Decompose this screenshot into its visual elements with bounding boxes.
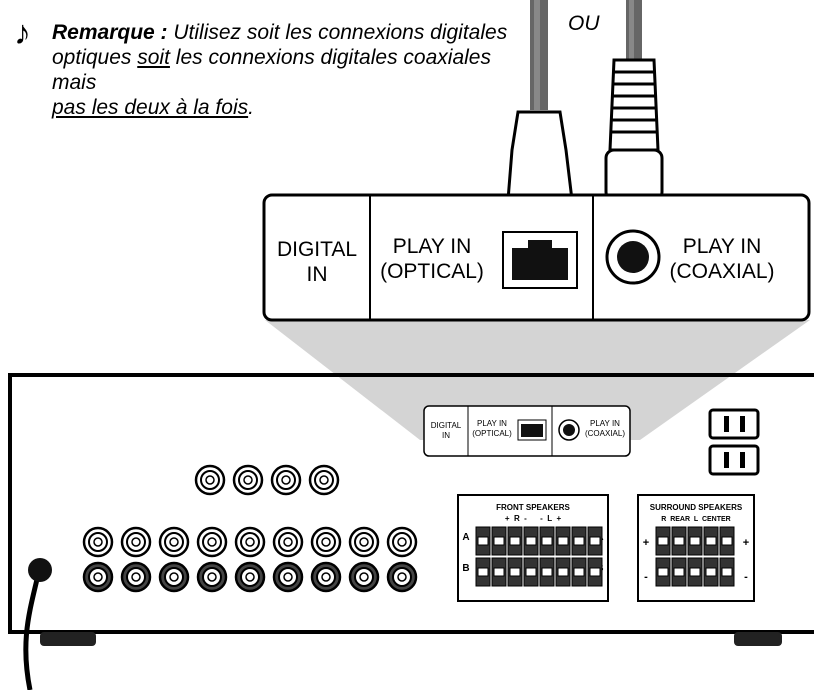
zoom-coaxial-line2: (COAXIAL) bbox=[669, 260, 774, 283]
zoom-optical-line1: PLAY IN bbox=[393, 235, 472, 258]
surround-terminal-2-2[interactable] bbox=[671, 557, 687, 587]
rca-jack-lower-6[interactable] bbox=[272, 561, 304, 593]
front-terminal-1-2[interactable] bbox=[491, 526, 507, 556]
front-terminal-1-5[interactable] bbox=[539, 526, 555, 556]
ac-outlet-2 bbox=[708, 444, 760, 476]
note-text-end: . bbox=[248, 96, 254, 119]
front-terminal-2-7[interactable] bbox=[571, 557, 587, 587]
note-text: Remarque : Utilisez soit les connexions … bbox=[52, 20, 522, 120]
surround-terminal-1-1[interactable] bbox=[655, 526, 671, 556]
surround-minus-left: - bbox=[644, 571, 648, 583]
surround-terminal-1-3[interactable] bbox=[687, 526, 703, 556]
rca-jack-upper-8[interactable] bbox=[348, 526, 380, 558]
front-terminals bbox=[475, 526, 603, 587]
surround-terminal-2-3[interactable] bbox=[687, 557, 703, 587]
front-terminal-2-5[interactable] bbox=[539, 557, 555, 587]
rca-jack-lower-8[interactable] bbox=[348, 561, 380, 593]
rca-jack-upper-9[interactable] bbox=[386, 526, 418, 558]
small-optical-line1: PLAY IN bbox=[477, 419, 507, 428]
small-digital-in-line1: DIGITAL bbox=[431, 421, 462, 430]
surround-terminal-1-4[interactable] bbox=[703, 526, 719, 556]
rca-jack-lower-4[interactable] bbox=[196, 561, 228, 593]
front-terminal-1-3[interactable] bbox=[507, 526, 523, 556]
zoom-digital-in-line2: IN bbox=[307, 263, 328, 286]
ac-outlet-1 bbox=[708, 408, 760, 440]
rca-jack-top-2[interactable] bbox=[232, 464, 264, 496]
zoom-projection bbox=[265, 320, 810, 440]
surround-speakers-subtitle: R REAR L CENTER bbox=[661, 516, 731, 523]
rca-jack-upper-4[interactable] bbox=[196, 526, 228, 558]
surround-terminals bbox=[655, 526, 735, 587]
rca-jack-upper-3[interactable] bbox=[158, 526, 190, 558]
right-foot bbox=[734, 632, 782, 646]
front-speakers-block: FRONT SPEAKERS + R - - L + A A B B bbox=[457, 494, 609, 602]
front-terminal-1-1[interactable] bbox=[475, 526, 491, 556]
surround-plus-left: + bbox=[643, 537, 649, 549]
small-coaxial-line1: PLAY IN bbox=[590, 419, 620, 428]
surround-terminal-2-4[interactable] bbox=[703, 557, 719, 587]
surround-minus-right: - bbox=[744, 571, 748, 583]
small-panel: DIGITAL IN PLAY IN (OPTICAL) PLAY IN (CO… bbox=[423, 405, 631, 457]
note-text-3: pas les deux à la fois bbox=[52, 96, 249, 119]
front-terminal-2-6[interactable] bbox=[555, 557, 571, 587]
rca-jack-top-4[interactable] bbox=[308, 464, 340, 496]
ou-label: OU bbox=[568, 12, 600, 35]
power-cord bbox=[23, 558, 52, 690]
surround-speakers-title: SURROUND SPEAKERS bbox=[650, 503, 743, 512]
front-terminal-2-2[interactable] bbox=[491, 557, 507, 587]
rca-jack-lower-5[interactable] bbox=[234, 561, 266, 593]
rca-jacks bbox=[82, 464, 418, 593]
surround-terminal-2-1[interactable] bbox=[655, 557, 671, 587]
rca-jack-lower-7[interactable] bbox=[310, 561, 342, 593]
zoom-panel: DIGITAL IN PLAY IN (OPTICAL) PLAY IN (CO… bbox=[262, 193, 811, 322]
rca-jack-upper-5[interactable] bbox=[234, 526, 266, 558]
rca-jack-upper-1[interactable] bbox=[82, 526, 114, 558]
rca-jack-lower-1[interactable] bbox=[82, 561, 114, 593]
front-terminal-1-4[interactable] bbox=[523, 526, 539, 556]
surround-speakers-block: SURROUND SPEAKERS R REAR L CENTER + + - … bbox=[637, 494, 755, 602]
front-terminal-1-8[interactable] bbox=[587, 526, 603, 556]
surround-terminal-1-5[interactable] bbox=[719, 526, 735, 556]
surround-plus-right: + bbox=[743, 537, 749, 549]
front-speakers-polarity: + R - - L + bbox=[505, 514, 562, 523]
rca-jack-lower-3[interactable] bbox=[158, 561, 190, 593]
small-coaxial-line2: (COAXIAL) bbox=[585, 429, 625, 438]
rca-jack-lower-9[interactable] bbox=[386, 561, 418, 593]
zoom-digital-in-line1: DIGITAL bbox=[277, 238, 357, 261]
surround-terminal-2-5[interactable] bbox=[719, 557, 735, 587]
note-text-2: les connexions digitales coaxiales mais bbox=[52, 46, 491, 94]
front-terminal-1-6[interactable] bbox=[555, 526, 571, 556]
front-terminal-2-1[interactable] bbox=[475, 557, 491, 587]
zoom-coaxial-line1: PLAY IN bbox=[683, 235, 762, 258]
rca-jack-top-1[interactable] bbox=[194, 464, 226, 496]
small-optical-line2: (OPTICAL) bbox=[472, 429, 512, 438]
rca-jack-top-3[interactable] bbox=[270, 464, 302, 496]
small-digital-in-line2: IN bbox=[442, 431, 450, 440]
note-text-1: Utilisez soit les connexions digitales o… bbox=[52, 21, 508, 69]
rca-jack-lower-2[interactable] bbox=[120, 561, 152, 593]
note-title: Remarque : bbox=[52, 21, 168, 44]
front-speakers-title: FRONT SPEAKERS bbox=[496, 503, 570, 512]
front-terminal-2-4[interactable] bbox=[523, 557, 539, 587]
front-terminal-2-8[interactable] bbox=[587, 557, 603, 587]
front-terminal-2-3[interactable] bbox=[507, 557, 523, 587]
surround-terminal-1-2[interactable] bbox=[671, 526, 687, 556]
music-note-icon: ♪ bbox=[14, 14, 31, 52]
front-terminal-1-7[interactable] bbox=[571, 526, 587, 556]
front-row-b-left: B bbox=[462, 563, 469, 574]
receiver-body bbox=[8, 373, 814, 646]
rca-jack-upper-6[interactable] bbox=[272, 526, 304, 558]
zoom-optical-line2: (OPTICAL) bbox=[380, 260, 484, 283]
note-text-soit: soit bbox=[137, 46, 170, 69]
rca-jack-upper-2[interactable] bbox=[120, 526, 152, 558]
left-foot bbox=[40, 632, 96, 646]
rca-jack-upper-7[interactable] bbox=[310, 526, 342, 558]
ac-outlets bbox=[708, 408, 760, 476]
front-row-a-left: A bbox=[462, 532, 469, 543]
